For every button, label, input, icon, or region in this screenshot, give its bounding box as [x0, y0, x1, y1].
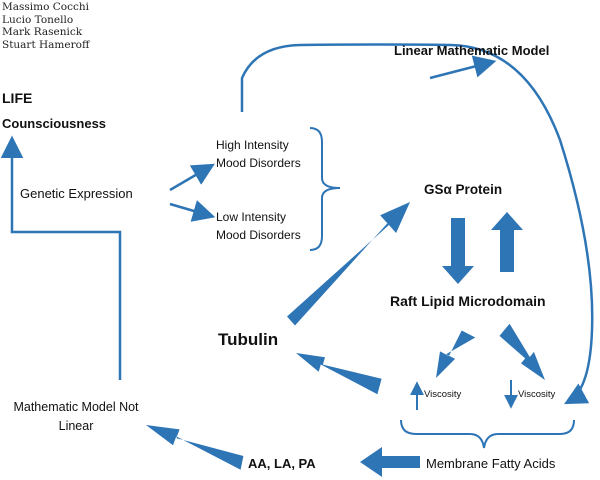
consciousness-label: Counsciousness — [2, 116, 107, 131]
raft-lipid-label: Raft Lipid Microdomain — [390, 293, 546, 309]
mood-disorders-brace — [309, 127, 341, 251]
arrow-raft-to-viscosity-left — [436, 330, 476, 378]
arrow-gs-to-raft — [442, 218, 474, 284]
high-intensity-line2: Mood Disorders — [216, 156, 301, 170]
life-label: LIFE — [2, 90, 33, 106]
author-name: Mark Rasenick — [2, 26, 83, 38]
author-name: Massimo Cocchi — [2, 1, 89, 13]
aa-la-pa-label: AA, LA, PA — [248, 456, 316, 471]
membrane-bracket — [400, 419, 575, 449]
arrow-to-high-intensity — [169, 163, 215, 192]
arrow-aa-to-not-linear — [146, 425, 244, 470]
author-list: Massimo Cocchi Lucio Tonello Mark Raseni… — [2, 1, 89, 51]
not-linear-line1: Mathematic Model Not — [13, 400, 139, 414]
arrow-raft-to-gs — [491, 212, 523, 272]
gs-protein-label: GSα Protein — [424, 182, 503, 197]
low-intensity-line1: Low Intensity — [216, 210, 287, 224]
arrow-raft-to-viscosity-right — [499, 323, 545, 380]
arrow-membrane-to-aa — [360, 447, 420, 477]
viscosity-down-label: Viscosity — [518, 389, 556, 400]
author-name: Stuart Hameroff — [2, 38, 90, 51]
viscosity-up-label: Viscosity — [424, 389, 462, 400]
low-intensity-label: Low Intensity Mood Disorders — [216, 208, 301, 244]
tubulin-label: Tubulin — [218, 330, 279, 349]
arrow-tubulin-to-gs — [287, 202, 410, 326]
not-linear-model-label: Mathematic Model Not Linear — [0, 398, 152, 436]
membrane-fatty-acids-label: Membrane Fatty Acids — [426, 456, 556, 471]
linear-model-label: Linear Mathematic Model — [394, 43, 550, 58]
block-arrows — [146, 202, 545, 477]
arrow-to-linear-model — [429, 55, 497, 80]
author-name: Lucio Tonello — [2, 13, 74, 26]
arrow-to-low-intensity — [169, 200, 216, 222]
arrow-to-tubulin — [296, 353, 382, 395]
connector-lines — [0, 43, 594, 410]
loop-to-life-arrow — [0, 135, 122, 380]
high-intensity-line1: High Intensity — [216, 138, 289, 152]
not-linear-line2: Linear — [58, 419, 94, 433]
arc-to-viscosity-arrow — [240, 43, 594, 405]
low-intensity-line2: Mood Disorders — [216, 228, 301, 242]
high-intensity-label: High Intensity Mood Disorders — [216, 136, 301, 172]
genetic-expression-label: Genetic Expression — [20, 186, 133, 201]
